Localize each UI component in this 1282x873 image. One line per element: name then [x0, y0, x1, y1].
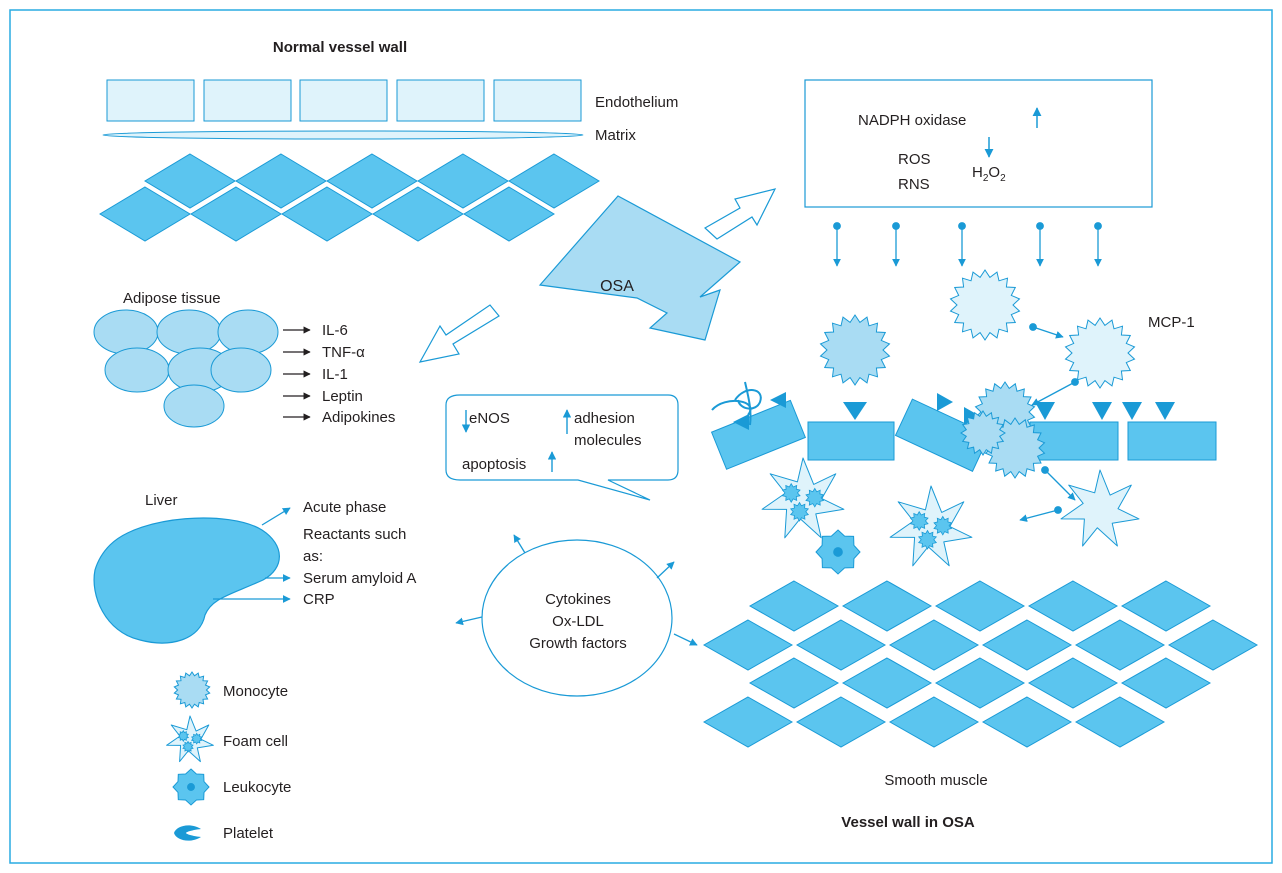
mediator-growth: Growth factors: [529, 635, 627, 652]
osa-endothelium: [710, 398, 1217, 472]
foam-cell-1: [761, 457, 845, 539]
adipose-output-arrows: [283, 326, 311, 421]
mcp1-label: MCP-1: [1148, 314, 1195, 331]
h2o2-label: H2O2: [972, 164, 1006, 184]
adipose-output-adipokines: Adipokines: [322, 409, 395, 426]
adipose-output-il6: IL-6: [322, 322, 348, 339]
mediator-oxldl: Ox-LDL: [552, 613, 604, 630]
effects-bubble: eNOS adhesion molecules apoptosis: [445, 394, 679, 501]
figure-border: [9, 9, 1273, 864]
apoptosis-label: apoptosis: [462, 456, 526, 473]
adipose-title: Adipose tissue: [123, 290, 221, 307]
legend-platelet-icon: [174, 825, 201, 841]
matrix-layer: [102, 130, 584, 140]
adipose-output-il1: IL-1: [322, 366, 348, 383]
adipose-tissue: Adipose tissue IL-6 TNF-α IL-1 Leptin Ad…: [93, 290, 395, 428]
liver-shape: [93, 517, 280, 644]
foam-cell-macrophage: [1060, 469, 1140, 547]
osa-vessel-title: Vessel wall in OSA: [841, 814, 975, 831]
ros-box: NADPH oxidase ROS RNS H2O2: [804, 79, 1153, 208]
normal-vessel-wall: Normal vessel wall Endothelium Matrix: [99, 39, 678, 242]
platelet-cluster: [711, 381, 762, 426]
liver-line-5: CRP: [303, 591, 335, 608]
legend-foam-cell-label: Foam cell: [223, 733, 288, 750]
adipocytes: [93, 309, 279, 428]
osa-vessel-wall: MCP-1: [702, 269, 1259, 831]
legend-foam-cell-icon: [166, 715, 214, 763]
osa-smooth-muscle: [702, 580, 1259, 748]
legend-leukocyte-icon: [172, 768, 210, 806]
legend-leukocyte-label: Leukocyte: [223, 779, 291, 796]
normal-smooth-muscle: [99, 153, 600, 242]
monocyte-free-3: [819, 314, 891, 386]
osa-to-adipose-arrow: [418, 304, 500, 363]
legend-monocyte-label: Monocyte: [223, 683, 288, 700]
adhesion-label-1: adhesion: [574, 410, 635, 427]
mediator-cytokines: Cytokines: [545, 591, 611, 608]
adhesion-molecules: [733, 392, 1175, 430]
matrix-label: Matrix: [595, 127, 636, 144]
monocyte-free-1: [949, 269, 1021, 341]
endothelium-label: Endothelium: [595, 94, 678, 111]
osa-label: OSA: [600, 278, 634, 295]
adipose-output-tnf: TNF-α: [322, 344, 365, 361]
endothelium-cells: [106, 79, 582, 122]
smooth-muscle-label: Smooth muscle: [884, 772, 987, 789]
liver-title: Liver: [145, 492, 178, 509]
nadph-oxidase-label: NADPH oxidase: [858, 112, 966, 129]
osa-shape: OSA: [538, 195, 742, 341]
legend-platelet-label: Platelet: [223, 825, 274, 842]
enos-label: eNOS: [469, 410, 510, 427]
ros-arrows: [833, 222, 1102, 267]
leukocyte: [815, 529, 861, 575]
adhesion-label-2: molecules: [574, 432, 642, 449]
liver-line-2: Reactants such: [303, 526, 406, 543]
liver-line-4: Serum amyloid A: [303, 570, 416, 587]
monocyte-transmigrating: [960, 410, 1006, 456]
ros-label: ROS: [898, 151, 931, 168]
legend-monocyte-icon: [173, 671, 211, 709]
foam-cell-2: [889, 485, 973, 567]
legend: Monocyte Foam cell Leukocyte Platelet: [166, 671, 291, 842]
liver: Liver Acute phase Reactants such as: Ser…: [93, 492, 416, 644]
liver-line-3: as:: [303, 548, 323, 565]
normal-vessel-title: Normal vessel wall: [273, 39, 407, 56]
mediators: Cytokines Ox-LDL Growth factors: [455, 534, 698, 697]
rns-label: RNS: [898, 176, 930, 193]
liver-line-1: Acute phase: [303, 499, 386, 516]
adipose-output-leptin: Leptin: [322, 388, 363, 405]
osa-to-ros-arrow: [703, 188, 777, 240]
monocyte-free-2: [1064, 317, 1136, 389]
